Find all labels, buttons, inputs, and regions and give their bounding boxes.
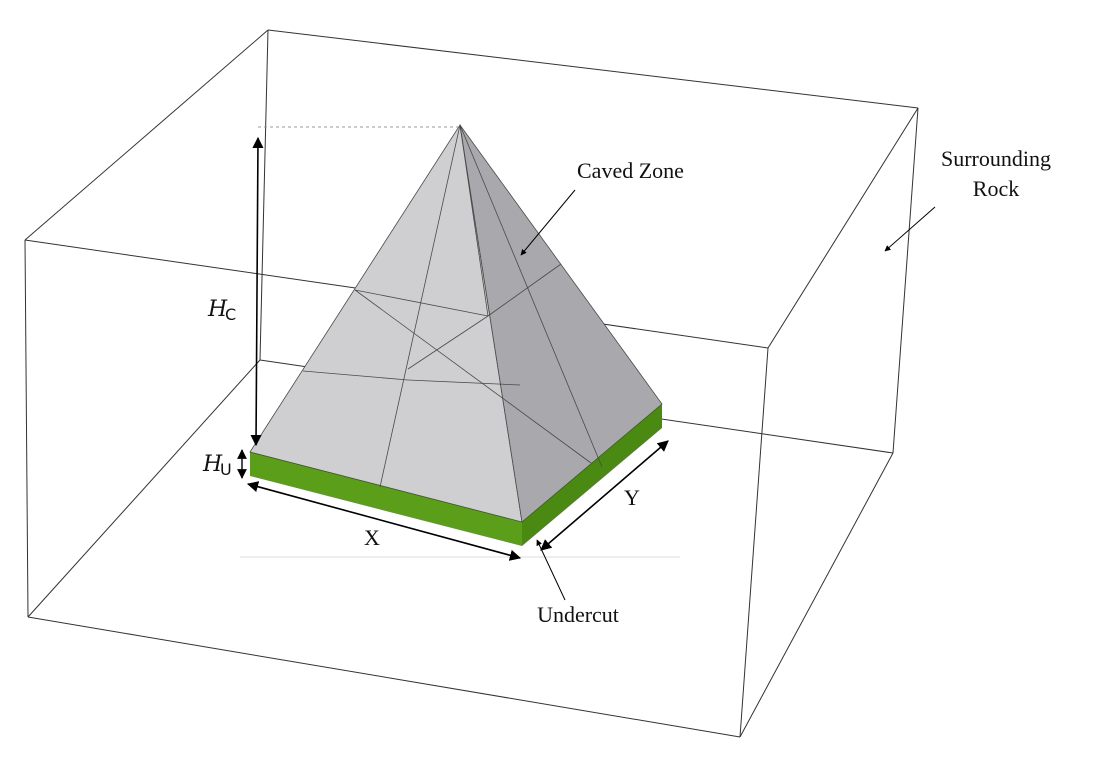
box-edge-top-back <box>267 29 919 109</box>
mesh-line-back-hidden <box>354 289 489 317</box>
mesh-line-front-3 <box>407 315 489 370</box>
hc-label-main: H <box>207 297 228 322</box>
mesh-line-right-1 <box>459 124 603 468</box>
surrounding-rock-label-line1: Surrounding <box>941 146 1051 171</box>
hc-dimension-arrow <box>250 136 264 447</box>
box-edge-front-right-vertical <box>739 347 769 738</box>
hc-label-sub: C <box>225 305 236 324</box>
x-label: X <box>364 525 380 550</box>
hc-label: H C <box>207 297 236 324</box>
undercut-callout-arrow <box>536 539 566 601</box>
surrounding-rock-label-line2: Rock <box>973 176 1019 201</box>
box-edge-front-left-vertical <box>24 239 29 618</box>
mesh-line-front-5 <box>407 379 521 386</box>
box-edge-bottom-front <box>27 616 741 738</box>
box-edge-top-left <box>24 29 269 241</box>
caved-zone-label: Caved Zone <box>577 158 684 183</box>
surrounding-rock-callout-arrow <box>884 206 936 252</box>
box-edge-top-right <box>767 107 919 349</box>
hu-label-sub: U <box>220 460 232 479</box>
mesh-line-front-2 <box>354 289 592 464</box>
hu-label-main: H <box>202 452 223 477</box>
box-edge-bottom-left <box>27 359 261 618</box>
mesh-line-front-4 <box>302 370 409 381</box>
mesh-line-apex-back <box>459 124 489 317</box>
box-edge-bottom-right <box>739 452 894 738</box>
mesh-line-front-1 <box>379 124 461 488</box>
y-label: Y <box>624 485 640 510</box>
caved-zone-callout-arrow <box>520 189 576 256</box>
box-edge-back-right-vertical <box>892 107 919 454</box>
box-edge-back-left-vertical <box>259 29 269 361</box>
caved-zone-pyramid <box>249 123 663 523</box>
hu-label: H U <box>202 452 232 479</box>
x-dimension-arrow <box>246 481 522 561</box>
undercut-label: Undercut <box>537 602 619 627</box>
mesh-line-right-2 <box>487 263 562 317</box>
y-dimension-arrow <box>540 440 669 551</box>
